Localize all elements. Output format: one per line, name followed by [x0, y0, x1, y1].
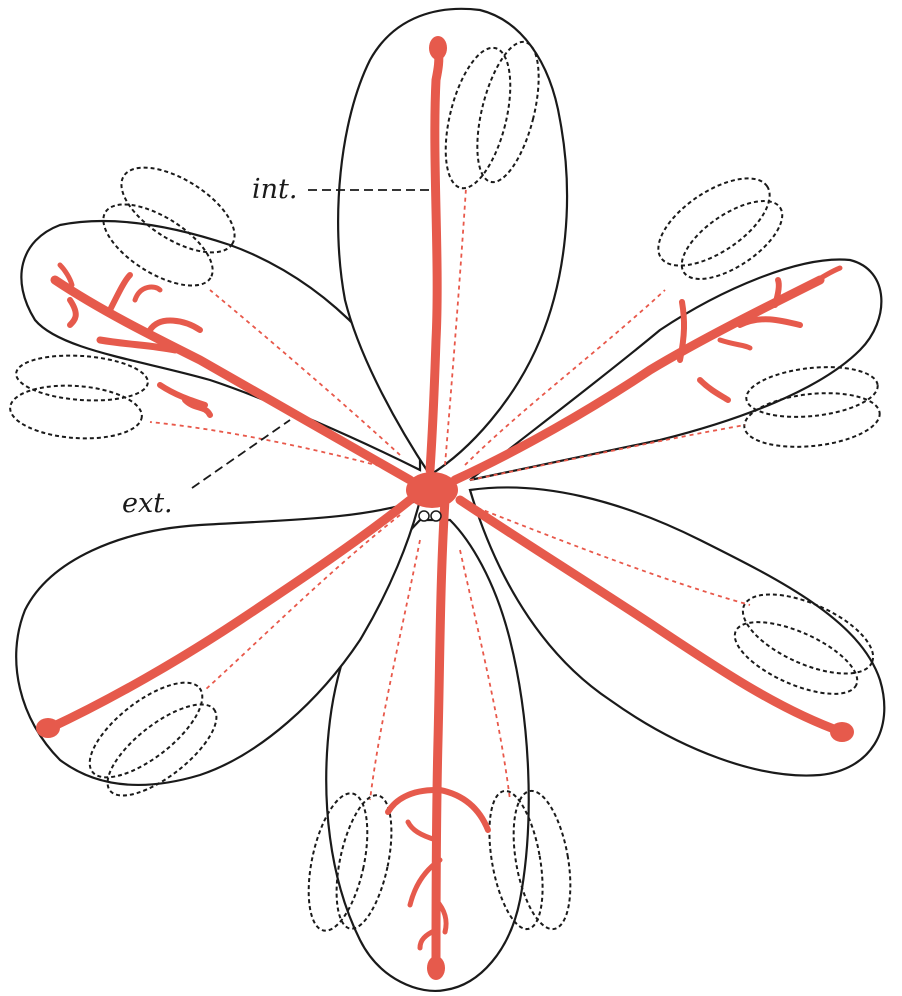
vein-right-tip [830, 722, 854, 742]
receptacle-node [406, 472, 458, 508]
central-pore-right [431, 511, 441, 521]
int-label: int. [252, 176, 297, 203]
vein-left-tip [36, 718, 60, 738]
vein-top-tip [429, 36, 447, 60]
central-pore-left [419, 511, 429, 521]
anther-left [8, 351, 149, 442]
vein-bottom-tip [427, 956, 445, 980]
ext-label: ext. [122, 490, 173, 517]
tepal-right [470, 487, 884, 775]
